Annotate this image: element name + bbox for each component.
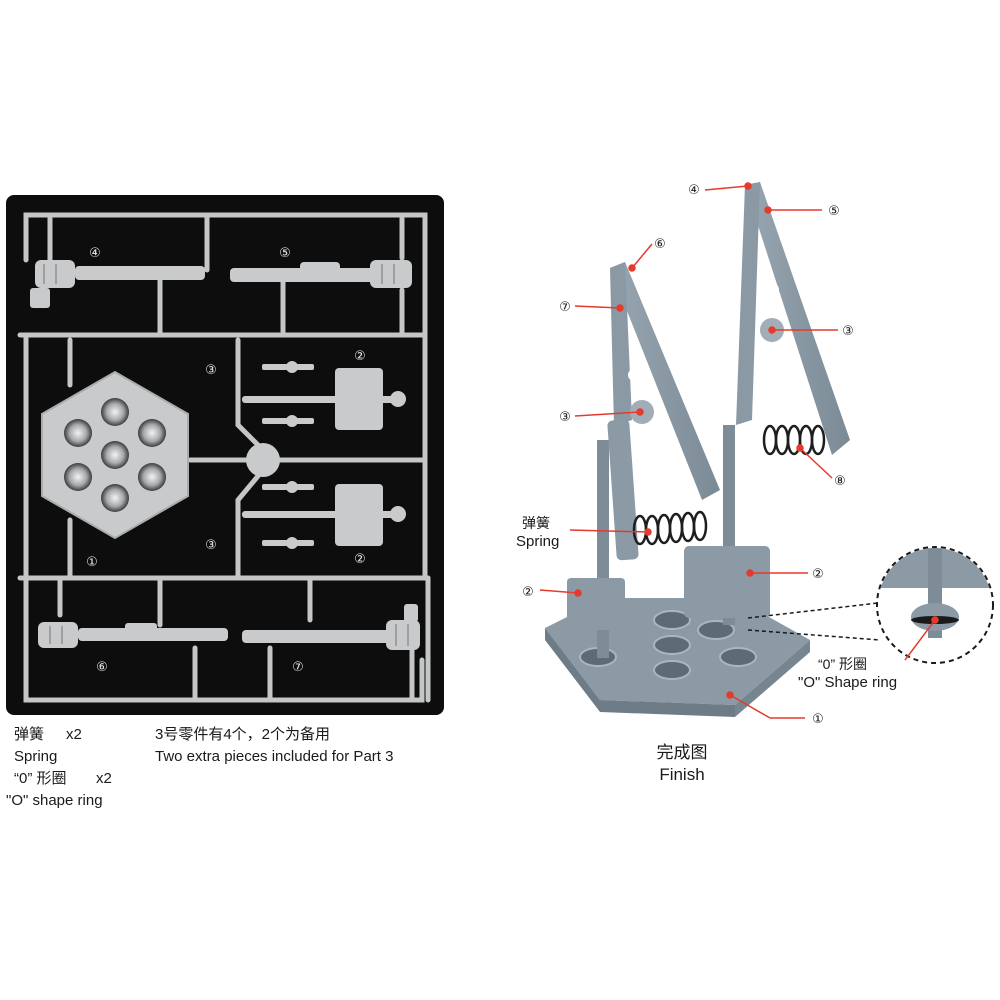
callout-8: ⑧	[834, 474, 846, 489]
sprue-label-5: ⑤	[279, 246, 291, 261]
stand-plate-left	[567, 578, 625, 630]
callout-2-right: ②	[812, 567, 824, 582]
sprue-label-6: ⑥	[96, 660, 108, 675]
sprue-label-1: ①	[86, 555, 98, 570]
sprue-background	[6, 195, 444, 715]
caption-spring-qty: x2	[66, 726, 82, 743]
callout-1: ①	[812, 712, 824, 727]
leader-lines	[539, 182, 939, 719]
clamp-left-arm-inner	[610, 262, 632, 426]
stand-base-holes	[579, 610, 757, 680]
assembled-stand: ④ ⑤ ⑥ ⑦ ③ ③ ⑧ ② ② ①	[522, 182, 994, 727]
spring-right	[762, 424, 826, 456]
clamp-right-arm-outer	[745, 182, 850, 455]
sprue-part-3-pins	[262, 361, 314, 549]
sprue-label-2-upper: ②	[354, 349, 366, 364]
finish-title-cn: 完成图	[656, 743, 708, 762]
sprue-label-3-upper: ③	[205, 363, 217, 378]
caption-spring-cn: 弹簧	[14, 726, 45, 743]
finish-title-en: Finish	[659, 765, 705, 784]
sprue-label-7: ⑦	[292, 660, 304, 675]
assembly-ring-en: "O" Shape ring	[798, 674, 898, 691]
assembly-spring-cn: 弹簧	[522, 515, 550, 531]
callout-6: ⑥	[654, 237, 666, 252]
sprue-label-2-lower: ②	[354, 552, 366, 567]
caption-note-cn: 3号零件有4个，2个为备用	[155, 726, 331, 743]
callout-3-lower: ③	[559, 410, 571, 425]
stand-plate-right	[684, 546, 770, 618]
sprue-label-3-lower: ③	[205, 538, 217, 553]
clamp-right-arm-inner	[736, 182, 760, 425]
callout-4: ④	[688, 183, 700, 198]
spring-left	[632, 510, 708, 546]
caption-ring-cn: “0” 形圈	[14, 770, 67, 787]
sprue-frame	[17, 212, 431, 703]
caption-note-en: Two extra pieces included for Part 3	[155, 748, 394, 765]
callout-5: ⑤	[828, 204, 840, 219]
caption-ring-qty: x2	[96, 770, 112, 787]
sprue-part-2-lower	[242, 484, 406, 546]
callout-3-upper: ③	[842, 324, 854, 339]
sprue-label-4: ④	[89, 246, 101, 261]
sprue-part-6	[38, 622, 228, 648]
sprue-part-5	[230, 260, 412, 288]
sprue-panel: ④ ⑤ ③ ② ① ③ ② ⑥ ⑦	[6, 195, 444, 715]
clamp-left-arm-outer	[610, 262, 720, 500]
sprue-hub	[246, 443, 280, 477]
sprue-part-2-upper	[242, 368, 406, 430]
caption-spring-en: Spring	[14, 748, 58, 765]
callout-7: ⑦	[559, 300, 571, 315]
sprue-part-1-hex-base	[41, 370, 189, 540]
assembly-ring-cn: “0” 形圈	[818, 656, 867, 672]
sprue-part-4	[30, 260, 205, 308]
caption-ring-en: "O" shape ring	[6, 792, 103, 809]
assembly-spring-en: Spring	[516, 533, 560, 550]
sprue-part-7	[242, 604, 420, 650]
callout-2-left: ②	[522, 585, 534, 600]
